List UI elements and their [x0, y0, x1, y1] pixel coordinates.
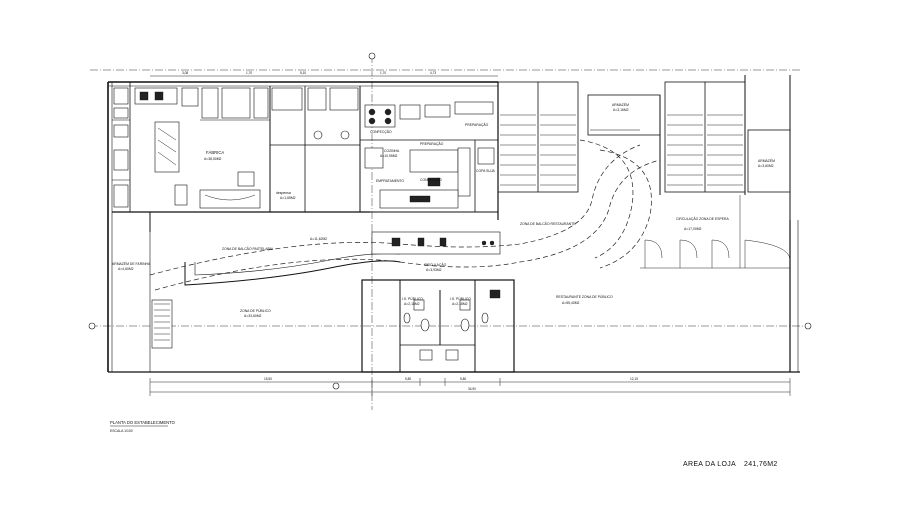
- label-copa-suja: COPA SUJA: [476, 169, 496, 173]
- drawing-title-block: PLANTA DO ESTABELECIMENTO ESCALA 1/100: [110, 420, 176, 433]
- label-fabrica: FÁBRICA: [206, 150, 224, 155]
- drawing-title: PLANTA DO ESTABELECIMENTO: [110, 420, 176, 425]
- label-is-left: I.S. PÚBLICO: [402, 296, 423, 301]
- dim-bottom-left: 15,50: [264, 377, 272, 381]
- dim-top-b: 1,70: [246, 71, 252, 75]
- area-armazem-farinha: A=4,60M2: [118, 267, 134, 271]
- label-is-right: I.S. PÚBLICO: [450, 296, 471, 301]
- area-fabrica: A=38,50M2: [204, 157, 222, 161]
- axis-marker-right: [804, 322, 812, 330]
- dim-top-a: 3,08: [182, 71, 188, 75]
- area-circulacao-center: A=3,93M2: [426, 268, 442, 272]
- label-confeccao: CONFECÇÃO: [420, 177, 442, 182]
- area-restaurante: A=55,40M2: [562, 301, 580, 305]
- kitchen-walls: [112, 82, 498, 232]
- dim-top-c: 5,10: [300, 71, 306, 75]
- room-labels: FÁBRICA A=38,50M2 COZINHA A=10,95M2 PREP…: [112, 102, 775, 318]
- label-armazem-right: ARMAZÉM: [758, 158, 775, 163]
- dim-bottom-mid-b: 5,80: [460, 377, 466, 381]
- label-restaurante: RESTAURANTE ZONA DE PÚBLICO: [556, 294, 613, 299]
- counters: [184, 231, 501, 286]
- label-armazem-farinha: ARMAZÉM DE FARINHA: [112, 261, 151, 266]
- axis-marker-left: [88, 322, 96, 330]
- entrance-doors: [640, 195, 791, 269]
- store-area-label: AREA DA LOJA: [683, 461, 737, 468]
- restroom-block: [361, 279, 515, 373]
- kitchen-equipment: [113, 87, 495, 209]
- area-is-right: A=2,18M2: [452, 302, 468, 306]
- circulation-curves: [149, 139, 661, 291]
- area-cozinha: A=10,95M2: [380, 154, 398, 158]
- label-empratamento: EMPRATAMENTO: [376, 179, 404, 183]
- area-circulacao-espera: A=17,00M2: [684, 227, 702, 231]
- area-armazem-right: A=3,60M2: [758, 164, 774, 168]
- dim-bottom-total: 34,90: [468, 387, 476, 391]
- dim-top-e: 4,73: [430, 71, 436, 75]
- axis-marker-top: [368, 52, 376, 60]
- area-zona-balcao-pastelaria: A=11,62M2: [310, 237, 327, 241]
- area-is-left: A=2,18M2: [404, 302, 420, 306]
- area-armazem-top: A=3,16M2: [613, 108, 629, 112]
- area-despensa: A=1,65M2: [280, 196, 296, 200]
- label-preparacao-top: PREPARAÇÃO: [465, 122, 489, 127]
- area-zona-publico-left: A=33,60M2: [244, 314, 262, 318]
- axis-marker-bottom: [332, 382, 340, 390]
- label-despensa: despensa: [276, 191, 291, 195]
- dimension-lines: 15,50 5,80 5,80 12,15 34,90 3,08 1,70 5,…: [149, 71, 791, 396]
- label-circulacao-espera: CIRCULAÇÃO ZONA DE ESPERA: [676, 216, 729, 221]
- storage-rooms: [587, 94, 791, 193]
- outer-walls: [107, 75, 800, 373]
- label-confeccao-small: CONFECÇÃO: [370, 129, 392, 134]
- label-cozinha: COZINHA: [384, 149, 400, 153]
- dim-top-d: 1,70: [380, 71, 386, 75]
- label-zona-balcao-pastelaria: ZONA DE BALCÃO PASTELARIA: [222, 246, 274, 251]
- label-zona-balcao-restaurante: ZONA DE BALCÃO RESTAURANTE: [520, 221, 576, 226]
- label-armazem-top: ARMAZÉM: [612, 102, 629, 107]
- label-preparacao: PREPARAÇÃO: [420, 141, 444, 146]
- dim-bottom-right: 12,15: [630, 377, 638, 381]
- dim-bottom-mid-a: 5,80: [405, 377, 411, 381]
- staircase-right: [664, 81, 746, 193]
- staircase-left: [497, 81, 579, 193]
- store-area-value: 241,76M2: [744, 461, 778, 468]
- label-zona-publico-left: ZONA DE PÚBLICO: [240, 308, 271, 313]
- label-circulacao-center: CIRCULAÇÃO: [424, 262, 447, 267]
- drawing-scale: ESCALA 1/100: [110, 429, 133, 433]
- left-side-panel: [149, 232, 173, 372]
